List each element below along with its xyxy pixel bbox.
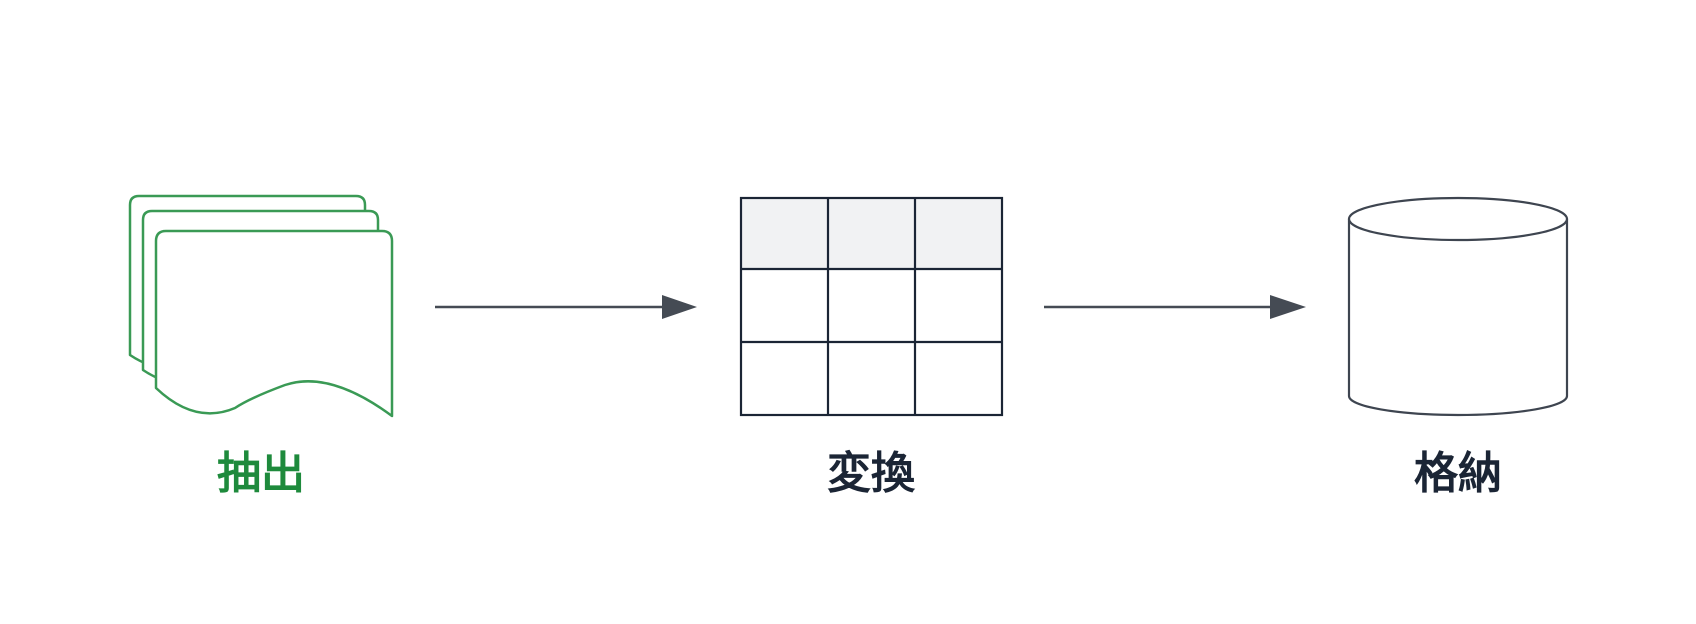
step-label-transform: 変換 xyxy=(827,448,916,499)
database-cylinder-icon xyxy=(1347,196,1569,417)
document-front xyxy=(154,229,394,418)
table-header-row xyxy=(741,198,1002,269)
step-label-load: 格納 xyxy=(1414,448,1502,499)
table-outline xyxy=(739,196,1004,417)
arrow-extract-to-transform xyxy=(435,295,697,319)
cylinder-body xyxy=(1347,219,1569,417)
cylinder-top xyxy=(1347,196,1569,242)
table-grid-icon xyxy=(739,196,1004,417)
arrow-transform-to-load xyxy=(1044,295,1306,319)
step-label-extract: 抽出 xyxy=(217,448,305,499)
documents-stack-icon xyxy=(128,194,394,418)
